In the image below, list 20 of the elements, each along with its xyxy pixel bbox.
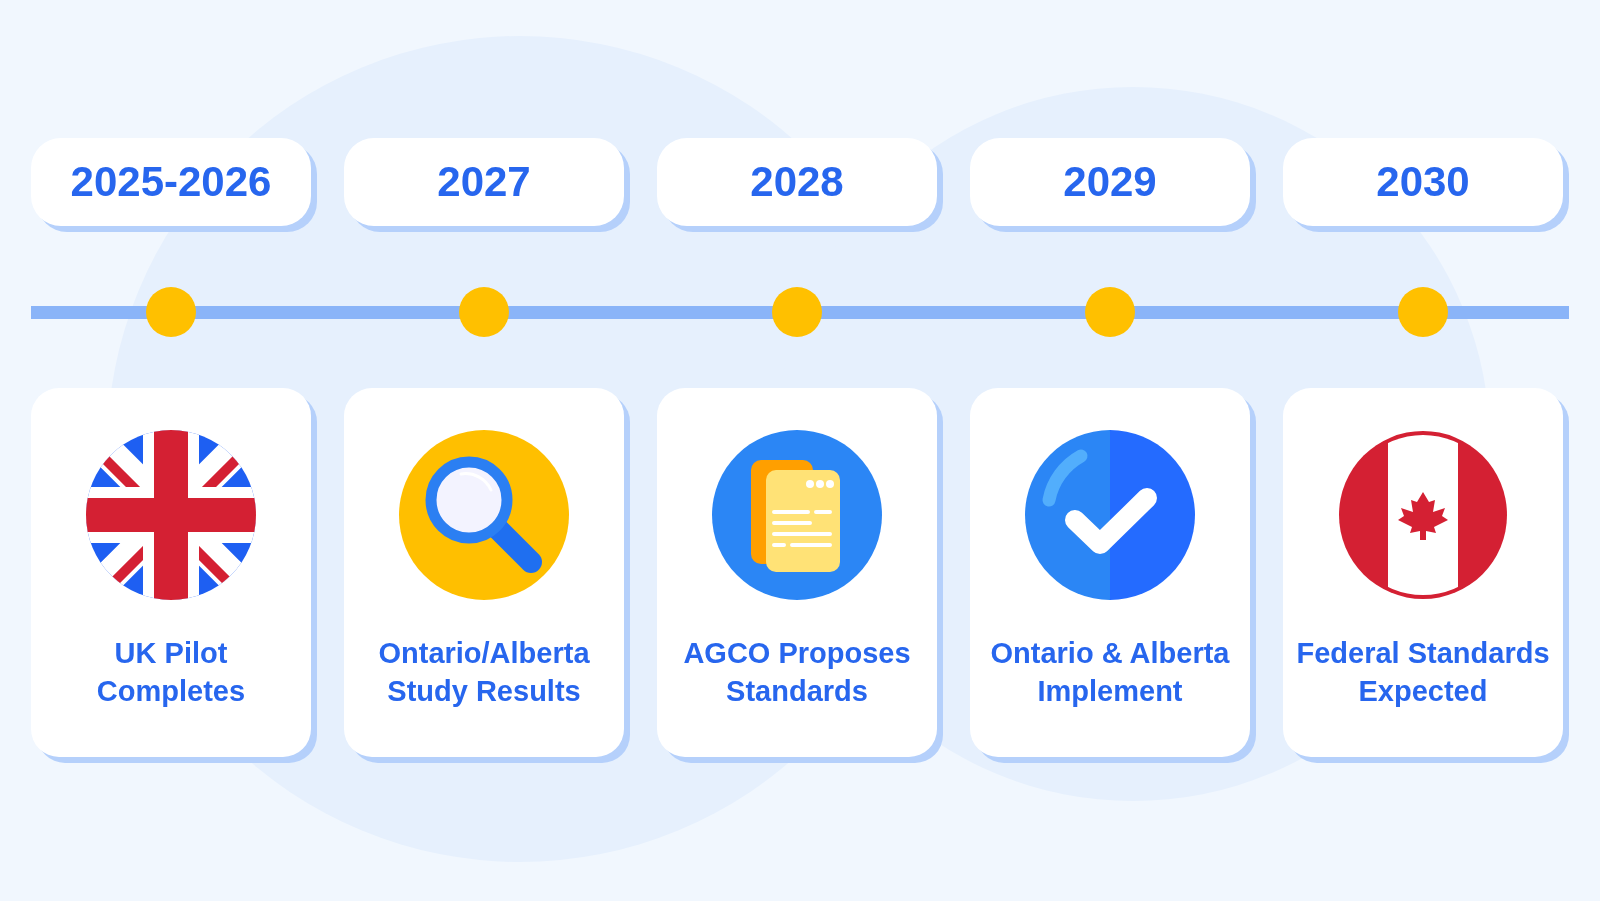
year-pill — [1283, 138, 1569, 232]
year-pill — [970, 138, 1256, 232]
event-title: Ontario & Alberta Implement — [989, 636, 1231, 709]
year-label: 2028 — [750, 157, 844, 207]
event-title: UK Pilot Completes — [95, 636, 247, 709]
event-title: AGCO Proposes Standards — [682, 636, 912, 709]
event-card — [970, 388, 1256, 763]
year-pill — [31, 138, 317, 232]
year-label: 2029 — [1063, 157, 1157, 207]
year-pill — [344, 138, 630, 232]
year-label: 2025-2026 — [70, 157, 272, 207]
event-title: Federal Standards Expected — [1295, 636, 1551, 709]
event-card — [1283, 388, 1569, 763]
event-card — [344, 388, 630, 763]
year-label: 2030 — [1376, 157, 1470, 207]
event-title: Ontario/Alberta Study Results — [377, 636, 591, 709]
event-card — [31, 388, 317, 763]
year-pill — [657, 138, 943, 232]
event-card — [657, 388, 943, 763]
year-label: 2027 — [437, 157, 531, 207]
